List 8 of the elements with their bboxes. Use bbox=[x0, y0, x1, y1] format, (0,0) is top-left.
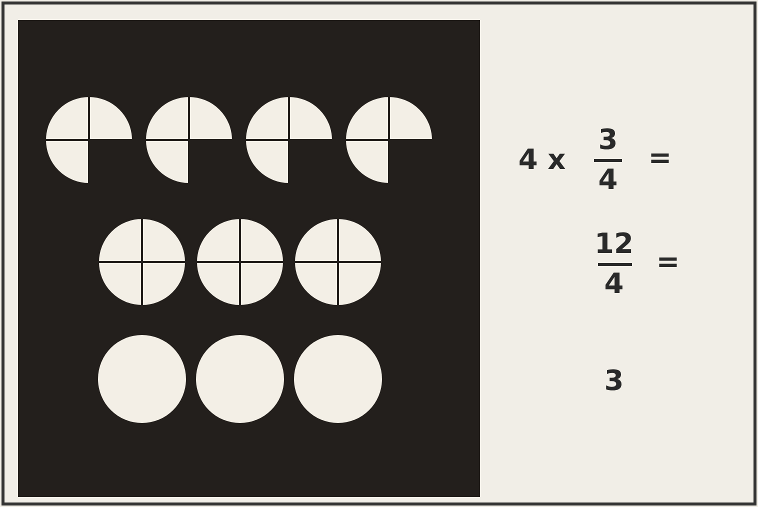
numerator: 3 bbox=[598, 126, 618, 154]
denominator: 4 bbox=[604, 270, 624, 298]
expression-text: 4 x bbox=[518, 146, 566, 174]
numerator: 12 bbox=[594, 230, 634, 258]
equals-sign: = bbox=[656, 248, 680, 276]
result-number: 3 bbox=[604, 367, 624, 395]
denominator: 4 bbox=[598, 166, 618, 194]
equals-sign: = bbox=[648, 144, 672, 172]
